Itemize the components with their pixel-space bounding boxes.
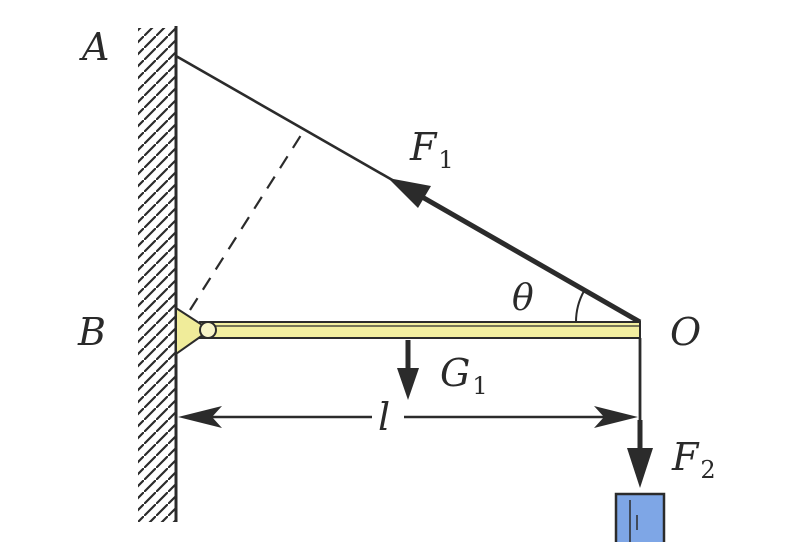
moment-arm-dashed bbox=[189, 131, 304, 311]
weight-box bbox=[614, 492, 666, 542]
wall-hatching bbox=[138, 28, 176, 522]
force-f2-vector bbox=[627, 338, 653, 488]
label-point-a: A bbox=[79, 25, 109, 69]
label-force-f2-subscript: 2 bbox=[700, 456, 715, 484]
weight-g1-arrowhead bbox=[397, 368, 419, 400]
weight-g1-vector bbox=[397, 340, 419, 400]
label-point-o: O bbox=[670, 310, 701, 354]
angle-arc bbox=[575, 290, 585, 323]
hinge-pin bbox=[199, 321, 217, 339]
hinge-b bbox=[175, 306, 217, 356]
length-dimension bbox=[178, 406, 638, 428]
label-force-f1-symbol: F bbox=[409, 125, 438, 169]
label-force-f2-symbol: F bbox=[671, 435, 700, 479]
force-f1-vector bbox=[408, 187, 642, 325]
label-force-f2: F2 bbox=[671, 435, 716, 484]
dimension-arrow-right bbox=[594, 406, 638, 428]
beam-body bbox=[199, 321, 641, 339]
force-f1-arrowhead bbox=[388, 178, 431, 208]
hanging-weight bbox=[614, 492, 666, 542]
dimension-arrow-left bbox=[178, 406, 222, 428]
hinge-bracket bbox=[175, 306, 212, 356]
label-length-l: l bbox=[378, 395, 390, 439]
label-angle-theta: θ bbox=[512, 278, 534, 319]
label-force-f1-subscript: 1 bbox=[438, 146, 453, 174]
label-weight-g1-subscript: 1 bbox=[472, 372, 487, 400]
label-point-b: B bbox=[77, 310, 106, 354]
force-f2-arrowhead bbox=[627, 448, 653, 488]
label-weight-g1: G1 bbox=[440, 351, 488, 400]
label-weight-g1-symbol: G bbox=[440, 351, 470, 395]
label-force-f1: F1 bbox=[409, 125, 454, 174]
beam-bo bbox=[199, 321, 641, 339]
wall bbox=[138, 26, 178, 522]
